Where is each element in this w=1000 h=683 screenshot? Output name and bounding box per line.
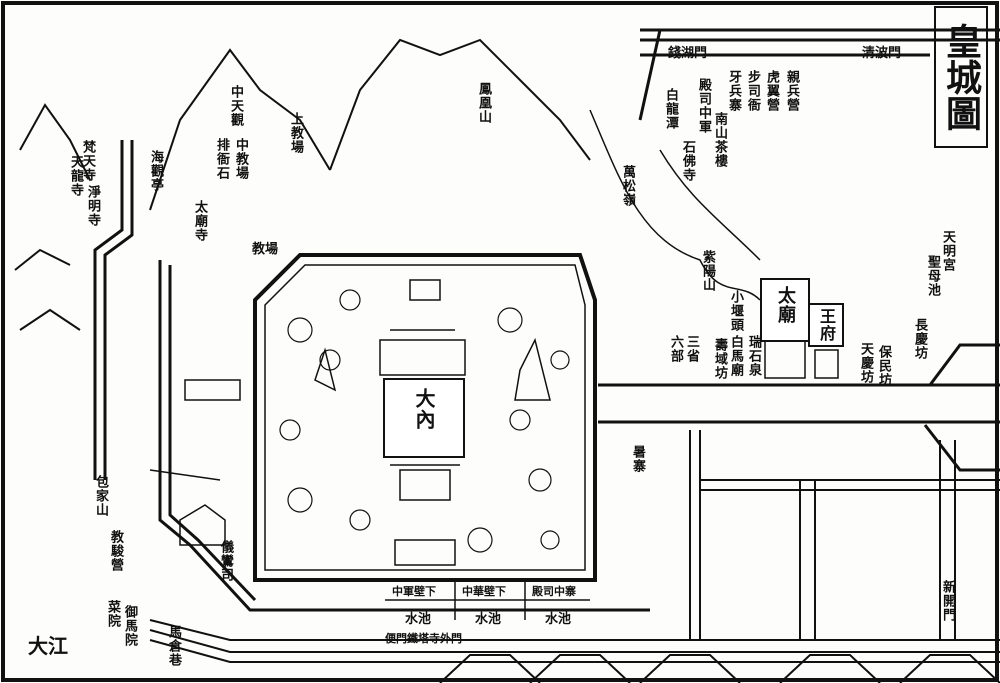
map-label: 天明宮 (940, 230, 955, 272)
map-label: 親兵營 (784, 70, 799, 112)
map-label: 白馬廟 (728, 335, 743, 377)
map-label: 暑寨 (630, 445, 645, 473)
map-label: 天慶坊 (858, 342, 873, 384)
map-label: 儀鸞司 (218, 540, 233, 582)
map-label: 清波門 (862, 46, 902, 61)
map-label: 石佛寺 (680, 140, 695, 182)
map-label: 殿司中軍 (696, 78, 711, 134)
map-label: 六部 (668, 335, 683, 363)
palace-enclosure-wall (253, 253, 597, 582)
mountain-left (149, 48, 331, 211)
map-label: 萬松嶺 (620, 165, 635, 207)
map-label: 梵天寺 (80, 140, 95, 182)
map-label: 教場 (252, 242, 279, 257)
map-label: 殿司中寨 (532, 585, 576, 598)
map-label: 中華壁下 (462, 585, 506, 598)
map-label: 壽域坊 (712, 338, 727, 380)
map-label: 太廟寺 (192, 200, 207, 242)
west-city-wall (93, 140, 650, 612)
map-label: 包家山 (93, 475, 108, 517)
north-city-wall (638, 28, 1000, 121)
map-label: 小堰頭 (728, 290, 743, 332)
map-label: 中軍壁下 (392, 585, 436, 598)
map-label: 排衙石 (214, 138, 229, 180)
map-label: 白龍潭 (663, 88, 678, 130)
map-label: 菜院 (105, 600, 120, 628)
map-label: 步司衙 (745, 70, 760, 112)
map-label: 中教場 (233, 138, 248, 180)
map-label: 天龍寺 (68, 155, 83, 197)
temple-box: 太廟 (760, 278, 810, 342)
prince-mansion-box: 王府 (808, 303, 844, 347)
map-label: 水池 (475, 612, 502, 627)
map-label: 長慶坊 (912, 318, 927, 360)
map-label: 牙兵寨 (726, 70, 741, 112)
map-label: 瑞石泉 (746, 335, 761, 377)
map-label: 淨明寺 (85, 185, 100, 227)
map-label: 中天觀 (228, 85, 243, 127)
map-label: 虎翼營 (764, 70, 779, 112)
map-label: 水池 (545, 612, 572, 627)
map-label: 海觀亭 (148, 150, 163, 192)
cloud-pattern (279, 289, 570, 553)
map-label: 紫陽山 (700, 250, 715, 292)
map-label: 大江 (28, 634, 68, 658)
map-label: 便門鐵塔寺外門 (385, 632, 462, 645)
mountain-far-left (19, 103, 91, 181)
map-label: 新開門 (940, 580, 955, 622)
map-label: 錢湖門 (668, 46, 708, 61)
map-label: 聖母池 (925, 255, 940, 297)
map-label: 南山茶樓 (712, 112, 727, 168)
map-label: 三省 (684, 335, 699, 363)
map-title-text: 皇城圖 (940, 23, 982, 131)
map-label: 馬倉巷 (166, 625, 181, 667)
mountain-phoenix (329, 38, 591, 171)
main-avenue (598, 383, 1000, 424)
palace-label: 大內 (412, 388, 436, 430)
map-title: 皇城圖 (934, 6, 988, 148)
map-label: 教駿營 (108, 530, 123, 572)
map-label: 上教場 (288, 112, 303, 154)
south-city-wall (149, 619, 1000, 683)
map-label: 鳳凰山 (476, 82, 491, 124)
palace-box: 大內 (383, 378, 465, 458)
map-label: 御馬院 (122, 605, 137, 647)
map-label: 水池 (405, 612, 432, 627)
map-label: 保民坊 (876, 345, 891, 387)
temple-label: 太廟 (775, 286, 796, 324)
prince-mansion-label: 王府 (817, 308, 836, 342)
